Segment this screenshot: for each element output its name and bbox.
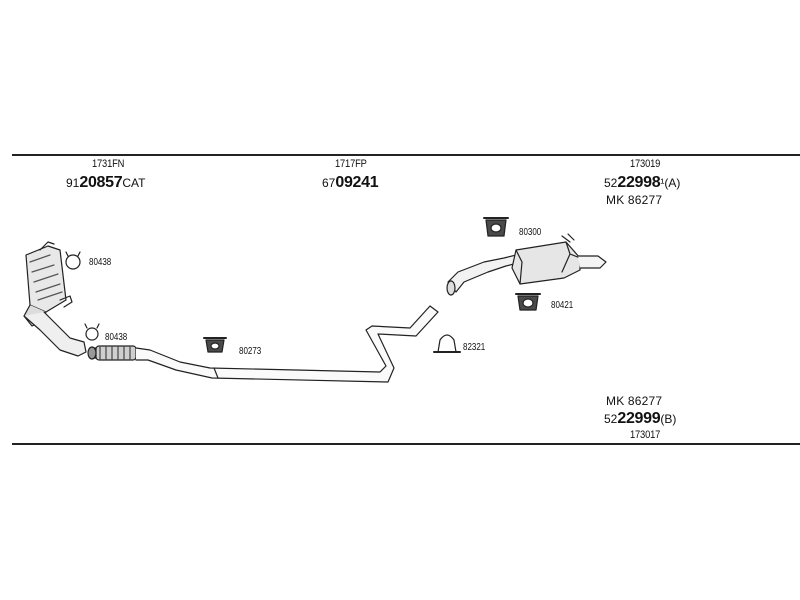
front-ref-label: 1731FN: [92, 158, 125, 170]
rear-silencer: [446, 233, 607, 296]
rear-a-part-prefix: 52: [604, 176, 618, 190]
u-clamp-icon: [433, 334, 461, 353]
clamp-ring-icon: [65, 251, 81, 270]
front-part-suffix: CAT: [122, 176, 146, 190]
rear-b-part-main: 22999: [617, 410, 661, 427]
rear-a-ref-label: 173019: [630, 158, 661, 170]
middle-pipe: [135, 305, 439, 383]
rear-b-part-prefix: 52: [604, 412, 618, 426]
rear-a-part-number: 5222998¹(A): [604, 175, 680, 191]
rubber-hanger-icon-2: [483, 217, 509, 237]
rear-b-ref-label: 173017: [630, 429, 661, 441]
clamp-code-label-2: 80438: [105, 332, 128, 343]
front-part-prefix: 91: [66, 176, 80, 190]
rear-a-part-suffix: ¹(A): [660, 176, 681, 190]
middle-part-number: 6709241: [322, 174, 379, 191]
rear-b-part-number: 5222999(B): [604, 411, 676, 427]
clamp-code-label: 80438: [89, 257, 112, 268]
front-part-main: 20857: [79, 174, 123, 191]
top-rule: [12, 154, 800, 156]
rear-hanger-code-label: 80300: [519, 227, 542, 238]
middle-ref-label: 1717FP: [335, 158, 367, 170]
bottom-rule: [12, 443, 800, 445]
rear-a-mk-label: MK 86277: [606, 193, 663, 207]
rear-hanger-code-label-2: 80421: [551, 300, 574, 311]
hanger-code-label: 80273: [239, 346, 262, 357]
catalytic-converter: [23, 241, 87, 357]
front-pipe: [87, 345, 137, 361]
clamp-ring-icon-2: [84, 323, 100, 341]
u-clamp-code-label: 82321: [463, 342, 486, 353]
rear-a-part-main: 22998: [617, 174, 661, 191]
rear-b-mk-label: MK 86277: [606, 394, 663, 408]
middle-part-main: 09241: [335, 174, 379, 191]
middle-part-prefix: 67: [322, 176, 336, 190]
rubber-hanger-icon: [203, 337, 227, 353]
front-part-number: 9120857CAT: [66, 175, 145, 191]
rubber-hanger-icon-3: [515, 293, 541, 311]
rear-b-part-suffix: (B): [660, 412, 677, 426]
